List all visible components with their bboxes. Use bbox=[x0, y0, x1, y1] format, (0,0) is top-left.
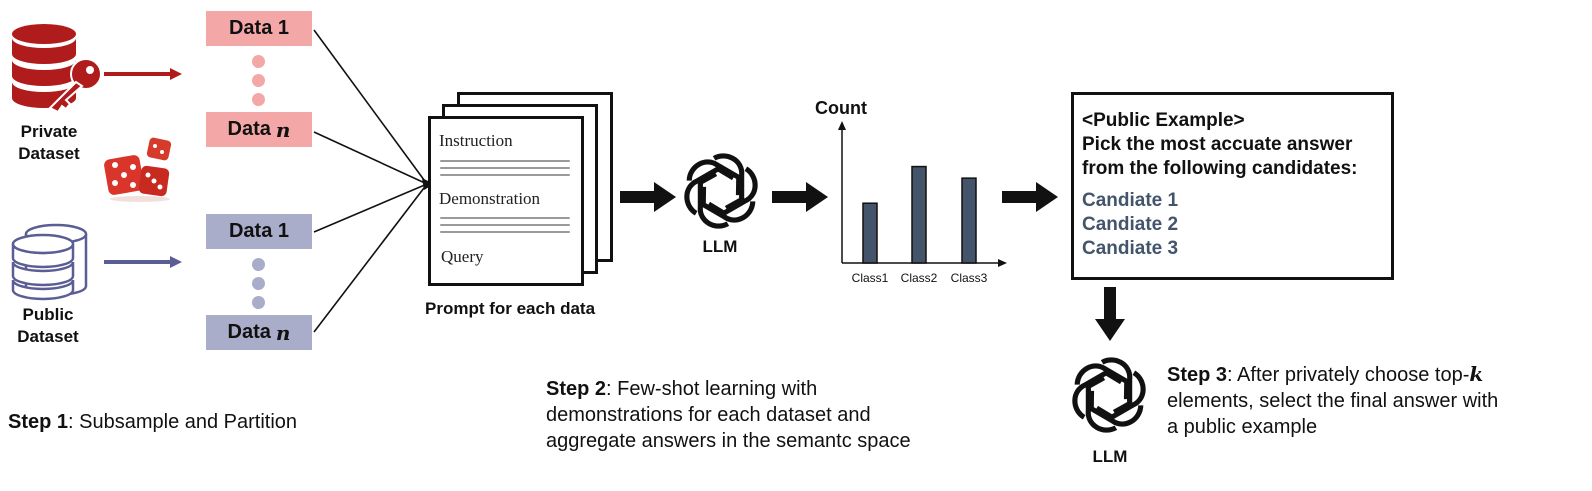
ellipsis-dot bbox=[252, 258, 265, 271]
llm-label: LLM bbox=[702, 237, 738, 256]
private-database-key-icon bbox=[12, 24, 102, 114]
text-line bbox=[440, 160, 570, 162]
histogram-bar bbox=[911, 165, 927, 264]
thick-arrow bbox=[620, 182, 676, 212]
candidate-item: Candiate 2 bbox=[1082, 214, 1179, 235]
private-data-1-box: Data 1 bbox=[206, 11, 312, 46]
converging-arrows bbox=[313, 29, 434, 333]
prompt-caption: Prompt for each data bbox=[425, 299, 596, 318]
down-arrow bbox=[1095, 287, 1125, 341]
prompt-page-front bbox=[428, 116, 584, 286]
ellipsis-dot bbox=[252, 74, 265, 87]
histogram-bar bbox=[961, 177, 977, 264]
public-example-title: <Public Example> bbox=[1082, 110, 1245, 131]
public-dataset-label: Public Dataset bbox=[17, 305, 79, 346]
category-label: Class1 bbox=[852, 271, 889, 285]
histogram-y-label: Count bbox=[815, 98, 867, 118]
candidate-item: Candiate 1 bbox=[1082, 190, 1179, 211]
category-label: Class3 bbox=[951, 271, 988, 285]
step3-caption: Step 3: After privately choose top-k ele… bbox=[1167, 362, 1499, 438]
thick-arrow bbox=[1002, 182, 1058, 212]
instruction-text: Instruction bbox=[439, 131, 513, 150]
public-example-box: <Public Example> Pick the most accuate a… bbox=[1071, 92, 1394, 280]
query-text: Query bbox=[441, 247, 484, 266]
llm-label: LLM bbox=[1092, 447, 1128, 466]
public-data-1-box: Data 1 bbox=[206, 214, 312, 249]
text-line bbox=[440, 224, 570, 226]
demonstration-text: Demonstration bbox=[439, 189, 541, 208]
public-database-icon bbox=[11, 223, 88, 301]
category-label: Class2 bbox=[901, 271, 938, 285]
step1-caption: Step 1: Subsample and Partition bbox=[8, 411, 298, 433]
ellipsis-dot bbox=[252, 55, 265, 68]
public-example-line1: Pick the most accuate answer bbox=[1082, 134, 1353, 155]
y-axis-arrowhead bbox=[838, 121, 846, 130]
x-axis-arrowhead bbox=[998, 259, 1007, 267]
dice-icon bbox=[104, 137, 172, 202]
ellipsis-dot bbox=[252, 93, 265, 106]
text-line bbox=[440, 217, 570, 219]
histogram-bar bbox=[862, 202, 878, 264]
step2-caption: Step 2: Few-shot learning with demonstra… bbox=[546, 378, 911, 452]
public-example-line2: from the following candidates: bbox=[1082, 158, 1358, 179]
aggregation-histogram: Class1 Class2 Class3 bbox=[838, 121, 1007, 285]
llm-logo-icon bbox=[1072, 357, 1146, 433]
text-line bbox=[440, 167, 570, 169]
llm-logo-icon bbox=[678, 148, 764, 234]
candidate-item: Candiate 3 bbox=[1082, 238, 1179, 259]
ellipsis-dot bbox=[252, 277, 265, 290]
thick-arrow bbox=[772, 182, 828, 212]
private-arrow bbox=[104, 68, 182, 80]
private-dataset-label: Private Dataset bbox=[18, 122, 80, 163]
text-line bbox=[440, 174, 570, 176]
ellipsis-dot bbox=[252, 296, 265, 309]
public-arrow bbox=[104, 256, 182, 268]
text-line bbox=[440, 231, 570, 233]
